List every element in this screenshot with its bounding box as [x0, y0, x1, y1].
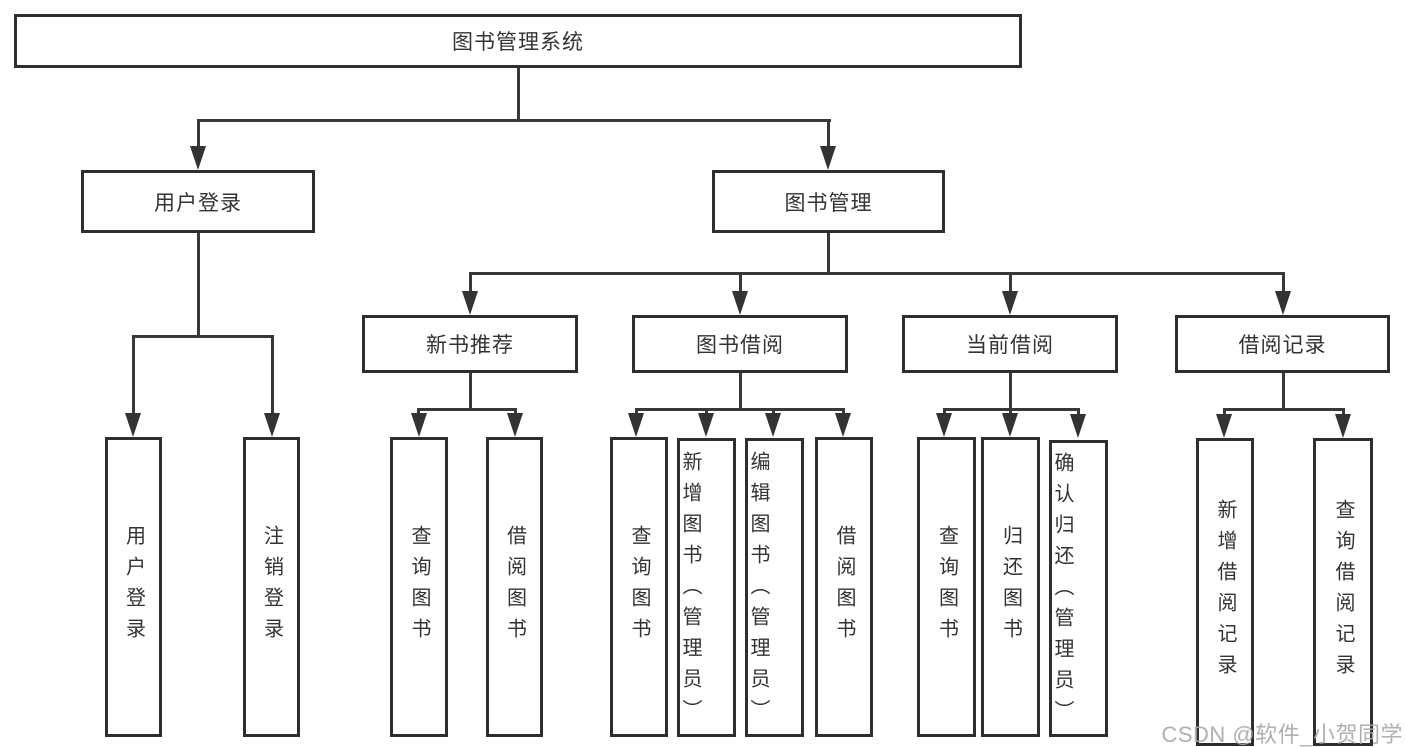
node-current-borrow-label: 当前借阅	[966, 334, 1054, 357]
arrow-userlogin	[190, 146, 206, 170]
node-book-management: 图书管理	[712, 170, 945, 233]
arrow-g3-d	[835, 413, 851, 437]
connector-g3-hline	[635, 408, 845, 411]
leaf-return-book: 归还图书	[981, 437, 1040, 737]
node-borrow-record-label: 借阅记录	[1238, 334, 1327, 357]
node-root: 图书管理系统	[14, 14, 1022, 68]
node-book-borrow-label: 图书借阅	[696, 334, 784, 357]
leaf-recommend-borrow-book: 借阅图书	[486, 437, 543, 737]
leaf-user-login: 用户登录	[105, 437, 162, 737]
connector-g4-stub	[1009, 373, 1012, 408]
node-user-login: 用户登录	[81, 170, 315, 233]
leaf-logout: 注销登录	[243, 437, 300, 737]
leaf-current-query-book: 查询图书	[917, 437, 976, 737]
arrow-g5-a	[1216, 414, 1232, 438]
connector-g5-hline	[1223, 408, 1345, 411]
leaf-confirm-return-admin-label: 确认归还（管理员）	[1051, 451, 1073, 731]
node-root-label: 图书管理系统	[452, 31, 584, 54]
connector-bookborrow-shaft	[739, 272, 742, 294]
leaf-user-login-label: 用户登录	[122, 525, 145, 649]
connector-borrowrecord-shaft	[1282, 272, 1285, 294]
leaf-confirm-return-admin: 确认归还（管理员）	[1049, 440, 1108, 737]
connector-bm-hline	[469, 272, 1285, 275]
leaf-recommend-query-book: 查询图书	[390, 437, 448, 737]
connector-ul-hline	[132, 335, 274, 338]
arrow-ul-logout	[264, 413, 280, 437]
connector-root-stub	[517, 68, 520, 122]
leaf-recommend-query-book-label: 查询图书	[408, 525, 430, 649]
leaf-borrow-query-book-label: 查询图书	[628, 525, 650, 649]
connector-root-hline	[197, 119, 831, 122]
arrow-g4-a	[936, 413, 952, 437]
connector-bookmgmt-shaft	[827, 119, 830, 150]
arrow-currentborrow	[1002, 291, 1018, 315]
arrow-g5-b	[1335, 414, 1351, 438]
leaf-recommend-borrow-book-label: 借阅图书	[503, 525, 526, 649]
connector-bm-stub	[827, 233, 830, 272]
arrow-bookborrow	[732, 291, 748, 315]
leaf-add-book-admin-label: 新增图书（管理员）	[679, 450, 701, 730]
leaf-query-borrow-record-label: 查询借阅记录	[1332, 499, 1354, 685]
csdn-watermark: CSDN @软件_小贺同学	[1161, 722, 1403, 747]
leaf-query-borrow-record: 查询借阅记录	[1313, 438, 1373, 746]
leaf-edit-book-admin: 编辑图书（管理员）	[745, 438, 804, 737]
connector-currentborrow-shaft	[1009, 272, 1012, 294]
arrow-g2-a	[411, 413, 427, 437]
node-current-borrow: 当前借阅	[902, 315, 1118, 373]
leaf-add-borrow-record-label: 新增借阅记录	[1214, 499, 1236, 685]
arrow-g3-b	[698, 413, 714, 437]
node-borrow-record: 借阅记录	[1175, 315, 1390, 373]
connector-ul-stub	[197, 233, 200, 335]
arrow-g2-b	[507, 413, 523, 437]
leaf-current-query-book-label: 查询图书	[935, 525, 958, 649]
leaf-add-borrow-record: 新增借阅记录	[1196, 438, 1254, 746]
leaf-return-book-label: 归还图书	[999, 525, 1022, 649]
arrow-bookmgmt	[820, 146, 836, 170]
node-book-borrow: 图书借阅	[632, 315, 848, 373]
leaf-edit-book-admin-label: 编辑图书（管理员）	[747, 450, 769, 730]
arrow-g4-b	[1002, 413, 1018, 437]
arrow-ul-login	[125, 413, 141, 437]
connector-g2-stub	[469, 373, 472, 408]
leaf-add-book-admin: 新增图书（管理员）	[677, 438, 736, 737]
arrow-g3-c	[765, 413, 781, 437]
leaf-borrow-book-label: 借阅图书	[833, 525, 855, 649]
connector-ul-logout-shaft	[271, 335, 274, 415]
connector-userlogin-shaft	[197, 119, 200, 150]
leaf-logout-label: 注销登录	[260, 525, 283, 649]
connector-newbookrec-shaft	[469, 272, 472, 294]
arrow-newbookrec	[462, 291, 478, 315]
leaf-borrow-query-book: 查询图书	[610, 437, 668, 737]
connector-g2-hline	[418, 408, 517, 411]
leaf-borrow-book: 借阅图书	[815, 437, 873, 737]
arrow-borrowrecord	[1275, 291, 1291, 315]
connector-g3-stub	[739, 373, 742, 408]
connector-g5-stub	[1282, 373, 1285, 408]
node-new-book-recommend-label: 新书推荐	[426, 334, 514, 357]
node-new-book-recommend: 新书推荐	[362, 315, 578, 373]
node-book-management-label: 图书管理	[784, 191, 873, 215]
arrow-g4-c	[1070, 414, 1086, 438]
connector-ul-login-shaft	[132, 335, 135, 415]
arrow-g3-a	[628, 413, 644, 437]
node-user-login-label: 用户登录	[154, 191, 242, 215]
